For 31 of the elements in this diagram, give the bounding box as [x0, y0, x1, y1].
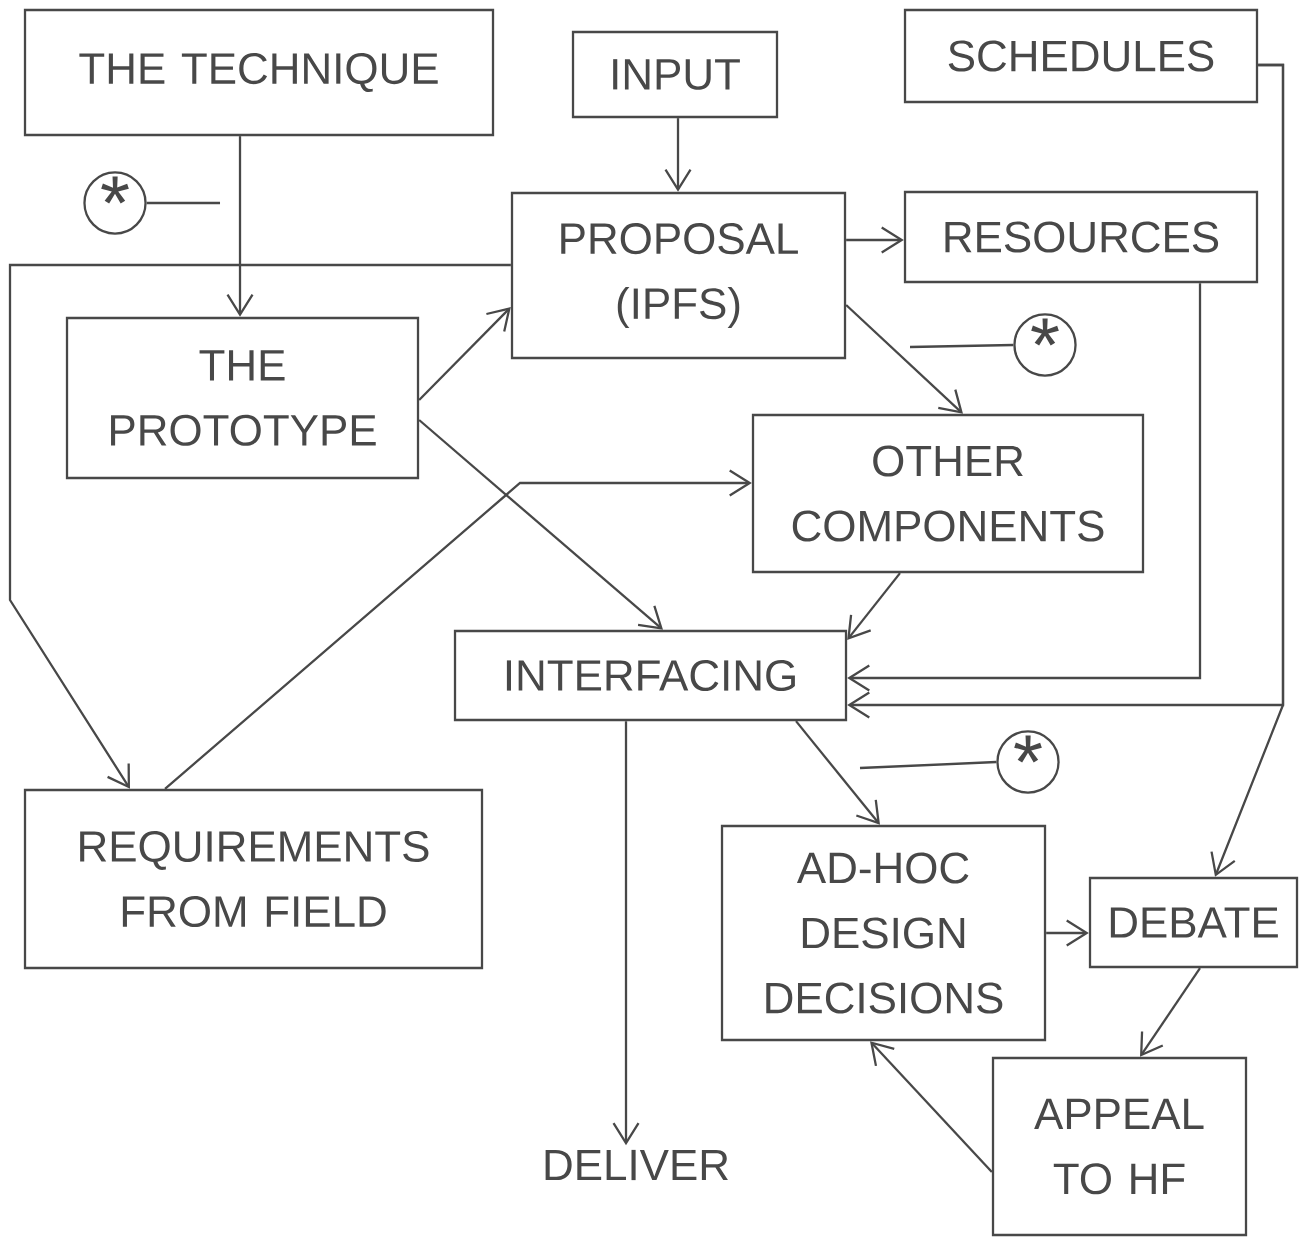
process-box: PROPOSAL (IPFS) — [510, 191, 847, 360]
process-box: AD-HOC DESIGN DECISIONS — [720, 824, 1047, 1042]
process-box: OTHER COMPONENTS — [751, 413, 1145, 574]
arrow — [418, 419, 663, 630]
process-box: INTERFACING — [453, 629, 848, 722]
arrow — [847, 283, 1202, 692]
arrow — [870, 1041, 993, 1173]
process-box: SCHEDULES — [903, 8, 1259, 104]
arrow — [1140, 967, 1201, 1057]
arrow — [164, 469, 752, 790]
process-box: THE PROTOTYPE — [65, 316, 420, 480]
process-box: INPUT — [571, 30, 779, 119]
arrow — [846, 226, 904, 254]
arrow — [845, 304, 963, 414]
process-box: THE TECHNIQUE — [23, 8, 495, 137]
process-box: REQUIREMENTS FROM FIELD — [23, 788, 484, 970]
process-box: APPEAL TO HF — [991, 1056, 1248, 1237]
arrow — [664, 118, 692, 192]
end-label: DELIVER — [545, 1149, 728, 1181]
leader-line — [146, 201, 220, 205]
leader-line — [859, 760, 997, 770]
arrow — [418, 307, 511, 401]
arrow — [847, 572, 901, 640]
arrow — [795, 720, 880, 825]
arrow — [612, 721, 640, 1146]
process-box: RESOURCES — [903, 190, 1259, 284]
arrow — [1210, 63, 1285, 877]
leader-line — [909, 343, 1014, 349]
arrow — [8, 263, 511, 789]
arrow — [226, 136, 254, 317]
process-box: DEBATE — [1088, 876, 1299, 969]
